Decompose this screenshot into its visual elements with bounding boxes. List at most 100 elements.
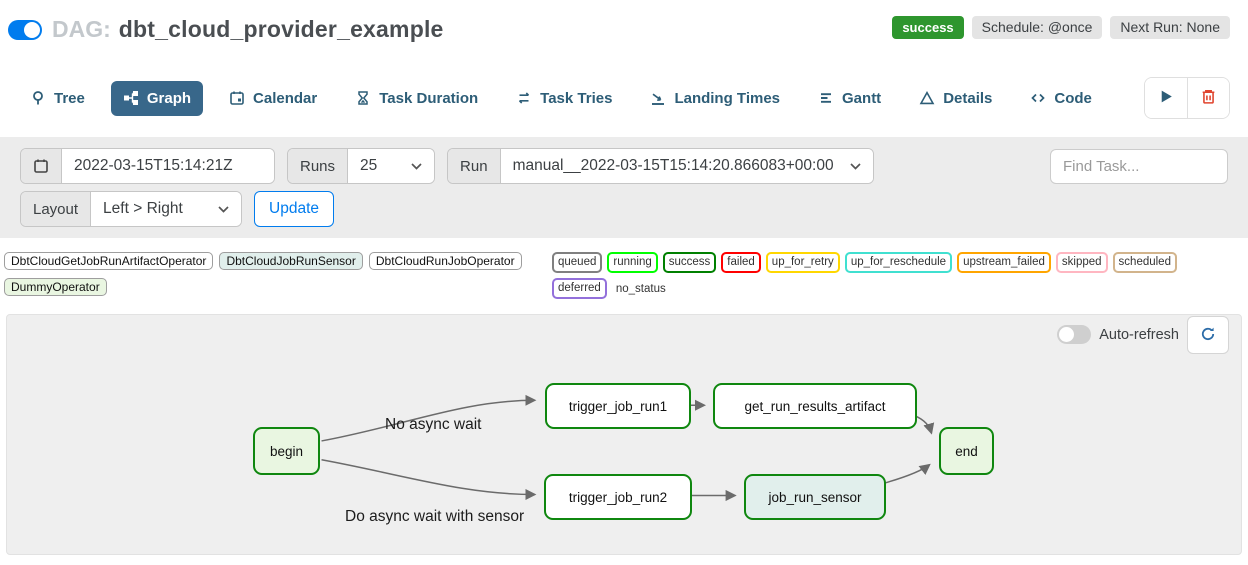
tab-label: Gantt bbox=[842, 89, 882, 107]
edge-label-do-async-wait: Do async wait with sensor bbox=[345, 508, 525, 525]
edge-label-no-async-wait: No async wait bbox=[385, 416, 482, 433]
delete-dag-button[interactable] bbox=[1187, 78, 1229, 118]
graph-node-job_run_sensor[interactable]: job_run_sensor bbox=[744, 474, 886, 520]
toggle-knob bbox=[1059, 327, 1075, 342]
view-tabs: Tree Graph Calendar Task Duration Task T… bbox=[18, 77, 1230, 119]
run-select[interactable]: manual__2022-03-15T15:14:20.866083+00:00 bbox=[500, 149, 873, 183]
operator-legend-chip: DbtCloudJobRunSensor bbox=[219, 252, 363, 270]
layout-value: Left > Right bbox=[103, 200, 183, 217]
trash-icon bbox=[1200, 88, 1217, 108]
toggle-knob bbox=[24, 21, 40, 38]
status-legend-chip: failed bbox=[721, 252, 761, 273]
update-button[interactable]: Update bbox=[254, 191, 335, 227]
play-icon bbox=[1158, 88, 1175, 108]
layout-label: Layout bbox=[21, 192, 92, 226]
base-date-group bbox=[20, 148, 275, 184]
filter-row-2: Layout Left > Right Update bbox=[20, 191, 1228, 227]
graph-node-end[interactable]: end bbox=[939, 427, 994, 475]
chevron-down-icon bbox=[850, 157, 861, 175]
run-group: Run manual__2022-03-15T15:14:20.866083+0… bbox=[447, 148, 874, 184]
tab-label: Details bbox=[943, 89, 993, 107]
tab-landing-times[interactable]: Landing Times bbox=[638, 81, 792, 116]
operator-legend-chip: DbtCloudRunJobOperator bbox=[368, 252, 522, 270]
operator-legend-row-0: DbtCloudGetJobRunArtifactOperator DbtClou… bbox=[4, 252, 552, 270]
auto-refresh-control: Auto-refresh bbox=[1057, 325, 1179, 344]
tab-gantt[interactable]: Gantt bbox=[806, 81, 893, 116]
trigger-dag-button[interactable] bbox=[1145, 78, 1187, 118]
triangle-icon bbox=[919, 90, 935, 106]
status-legend-chip: running bbox=[607, 252, 658, 273]
runs-label: Runs bbox=[288, 149, 349, 183]
dag-prefix-label: DAG: bbox=[52, 16, 111, 42]
filter-panel: Runs 25 Run manual__2022-03-15T15:14:20.… bbox=[0, 137, 1248, 238]
code-brackets-icon bbox=[1030, 90, 1046, 106]
operator-legend-chip: DummyOperator bbox=[4, 278, 107, 296]
operator-legend-row-1: DummyOperator bbox=[4, 278, 552, 296]
runs-select[interactable]: 25 bbox=[348, 149, 435, 183]
tab-label: Task Tries bbox=[540, 89, 613, 107]
tab-task-tries[interactable]: Task Tries bbox=[504, 81, 624, 116]
tab-label: Landing Times bbox=[674, 89, 781, 107]
dag-graph-panel: begin trigger_job_run1 get_run_results_art… bbox=[6, 314, 1242, 555]
header-badges: success Schedule: @once Next Run: None bbox=[892, 16, 1230, 39]
tab-label: Graph bbox=[146, 89, 192, 107]
status-legend-chip: up_for_reschedule bbox=[844, 252, 953, 273]
graph-node-begin[interactable]: begin bbox=[253, 427, 320, 475]
tab-label: Tree bbox=[54, 89, 85, 107]
refresh-icon bbox=[1200, 326, 1216, 345]
tab-tree[interactable]: Tree bbox=[18, 81, 97, 116]
gantt-bars-icon bbox=[818, 90, 834, 106]
filter-row-1: Runs 25 Run manual__2022-03-15T15:14:20.… bbox=[20, 148, 1228, 184]
runs-value: 25 bbox=[360, 157, 378, 174]
tree-pin-icon bbox=[30, 90, 46, 106]
dag-action-buttons bbox=[1144, 77, 1230, 119]
dag-pause-toggle[interactable] bbox=[8, 19, 42, 40]
plane-landing-icon bbox=[650, 90, 666, 106]
chevron-down-icon bbox=[411, 157, 422, 175]
loop-arrows-icon bbox=[516, 90, 532, 106]
schedule-badge: Schedule: @once bbox=[971, 16, 1103, 39]
base-date-input[interactable] bbox=[62, 149, 274, 183]
graph-node-trigger_job_run1[interactable]: trigger_job_run1 bbox=[545, 383, 691, 429]
calendar-addon-icon[interactable] bbox=[21, 149, 62, 183]
legend: DbtCloudGetJobRunArtifactOperator DbtClou… bbox=[4, 252, 1244, 299]
tab-calendar[interactable]: Calendar bbox=[217, 81, 329, 116]
auto-refresh-toggle[interactable] bbox=[1057, 325, 1092, 344]
status-legend-chip: queued bbox=[552, 252, 603, 273]
tab-label: Calendar bbox=[253, 89, 318, 107]
tab-code[interactable]: Code bbox=[1018, 81, 1104, 116]
graph-node-get_run_results_artifact[interactable]: get_run_results_artifact bbox=[713, 383, 917, 429]
legend-row-1: DbtCloudGetJobRunArtifactOperator DbtClou… bbox=[4, 252, 1244, 273]
graph-edges bbox=[321, 394, 935, 502]
layout-group: Layout Left > Right bbox=[20, 191, 243, 227]
auto-refresh-label: Auto-refresh bbox=[1099, 326, 1179, 343]
status-legend-chip: upstream_failed bbox=[957, 252, 1051, 273]
hourglass-icon bbox=[355, 90, 371, 106]
graph-nodes-icon bbox=[123, 90, 139, 106]
next-run-badge: Next Run: None bbox=[1110, 16, 1230, 39]
find-task-input[interactable] bbox=[1050, 148, 1228, 184]
run-value: manual__2022-03-15T15:14:20.866083+00:00 bbox=[512, 157, 834, 174]
run-label: Run bbox=[448, 149, 501, 183]
runs-group: Runs 25 bbox=[287, 148, 436, 184]
status-legend-chip: scheduled bbox=[1112, 252, 1177, 273]
tab-graph[interactable]: Graph bbox=[110, 80, 204, 116]
graph-node-trigger_job_run2[interactable]: trigger_job_run2 bbox=[544, 474, 692, 520]
status-legend-chip: skipped bbox=[1055, 252, 1108, 273]
dag-title: dbt_cloud_provider_example bbox=[118, 16, 444, 42]
refresh-button[interactable] bbox=[1187, 316, 1229, 354]
dag-header: DAG: dbt_cloud_provider_example success … bbox=[0, 0, 1248, 43]
tab-details[interactable]: Details bbox=[907, 81, 1004, 116]
status-badge: success bbox=[892, 16, 964, 39]
operator-legend-chip: DbtCloudGetJobRunArtifactOperator bbox=[4, 252, 214, 270]
tab-label: Task Duration bbox=[379, 89, 479, 107]
layout-select[interactable]: Left > Right bbox=[91, 192, 242, 226]
status-legend-chip: deferred bbox=[552, 278, 607, 299]
tab-task-duration[interactable]: Task Duration bbox=[343, 81, 490, 116]
status-legend-chip: success bbox=[662, 252, 717, 273]
chevron-down-icon bbox=[218, 200, 229, 218]
status-legend-chip: up_for_retry bbox=[765, 252, 840, 273]
